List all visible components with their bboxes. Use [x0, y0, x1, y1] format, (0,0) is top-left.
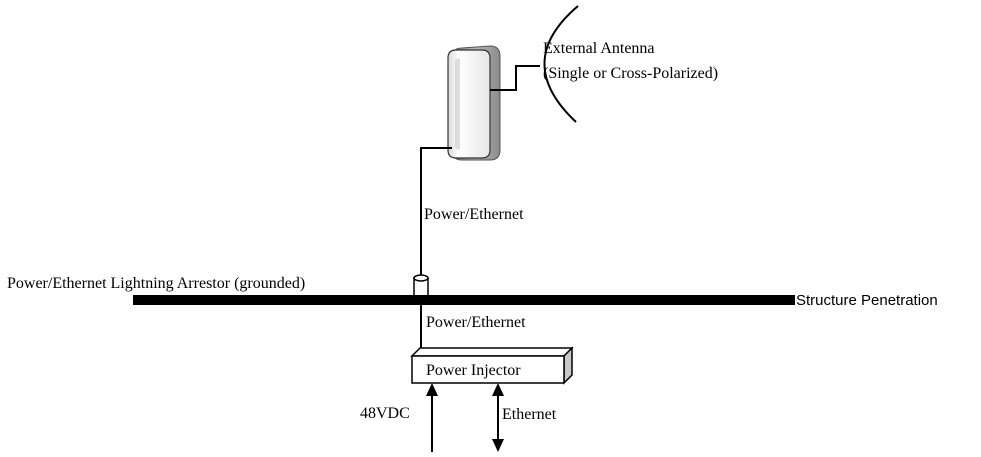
- power-injector-label: Power Injector: [426, 362, 521, 379]
- upper-power-ethernet-label: Power/Ethernet: [424, 206, 524, 223]
- power-injector: [410, 346, 574, 385]
- ethernet-arrowhead-down: [492, 439, 504, 452]
- dc-input-label: 48VDC: [360, 405, 410, 422]
- external-antenna-label-line2: (Single or Cross-Polarized): [543, 65, 718, 82]
- radio-unit-highlight: [455, 58, 460, 150]
- external-antenna-dish: [543, 5, 579, 123]
- power-injector-front: [411, 355, 565, 384]
- lightning-arrestor-label: Power/Ethernet Lightning Arrestor (groun…: [7, 275, 305, 292]
- power-injector-top: [410, 347, 574, 357]
- arrestor-top: [413, 274, 429, 282]
- structure-penetration-label: Structure Penetration: [796, 292, 938, 309]
- radio-unit-face: [447, 49, 491, 159]
- structure-penetration-bar: [133, 295, 795, 305]
- upper-power-ethernet-cable: [420, 147, 452, 276]
- dc-input-arrowhead: [426, 383, 438, 396]
- external-antenna-label-line1: External Antenna: [543, 40, 655, 57]
- radio-unit: [447, 45, 501, 161]
- lower-power-ethernet-label: Power/Ethernet: [426, 314, 526, 331]
- ethernet-label: Ethernet: [502, 406, 557, 423]
- antenna-cable: [490, 65, 540, 91]
- ethernet-arrowhead-up: [492, 383, 504, 396]
- lightning-arrestor: [413, 274, 429, 297]
